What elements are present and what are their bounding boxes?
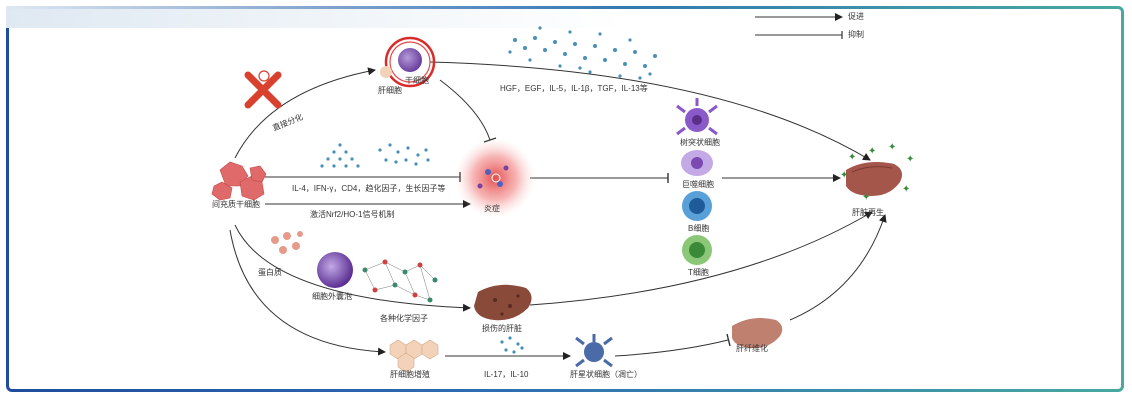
header-band [6, 6, 626, 28]
svg-text:✦: ✦ [862, 192, 870, 203]
hep-prolif-cells [389, 339, 439, 373]
legend-inhibit-label: 抑制 [848, 30, 864, 39]
inflammation-node [455, 138, 535, 218]
regeneration-liver [846, 162, 902, 196]
chem-factors-label: 各种化学因子 [380, 314, 428, 323]
arrow-msc-prolif [229, 229, 386, 356]
t-cell [682, 235, 712, 265]
svg-text:✦: ✦ [840, 170, 848, 181]
il17-dots [500, 336, 524, 354]
hep-prolif-label: 肝细胞增殖 [390, 370, 430, 379]
svg-text:✦: ✦ [848, 152, 856, 163]
stem-cell-label: 干细胞 [405, 76, 429, 85]
protein-dots [271, 231, 303, 254]
hepatocyte-label: 肝细胞 [378, 86, 402, 95]
sparkle-icon: ✦✦✦ ✦✦✦ ✦ [840, 142, 914, 203]
il17-label: IL-17，IL-10 [484, 370, 529, 379]
legend-promote-label: 促进 [848, 12, 864, 21]
macrophage-label: 巨噬细胞 [682, 180, 714, 189]
fibrosis-liver [732, 318, 783, 348]
exosome-node [317, 252, 353, 288]
stem-cell-node [380, 36, 436, 88]
pathway-arrows [229, 61, 887, 360]
fibrosis-label: 肝纤维化 [736, 344, 768, 353]
damaged-liver-label: 损伤的肝脏 [482, 324, 522, 333]
exosome-label: 细胞外囊泡 [312, 292, 352, 301]
arrow-direct-diff [234, 67, 376, 159]
stellate-label: 肝星状细胞（凋亡） [570, 370, 642, 379]
b-cell-label: B细胞 [688, 224, 710, 233]
inhibit-stem-inflam [439, 79, 491, 141]
arrow-stem-to-regen [429, 61, 871, 161]
inhibit-stellate-fibrosis [614, 339, 729, 357]
chemical-factor-dots [362, 259, 438, 303]
dendritic-label: 树突状细胞 [680, 138, 720, 147]
regeneration-label: 肝脏再生 [852, 208, 884, 217]
growth-factor-dots [508, 26, 657, 80]
b-cell [682, 191, 712, 221]
svg-text:✦: ✦ [902, 184, 910, 195]
border-frame [6, 6, 1124, 392]
growth-factors-label: HGF，EGF，IL-5，IL-1β，TGF，IL-13等 [500, 84, 648, 93]
damaged-liver [474, 284, 532, 321]
stellate-cell [575, 334, 613, 368]
cytokine-dots [320, 143, 430, 168]
inflammation-label: 炎症 [484, 204, 500, 213]
t-cell-label: T细胞 [688, 268, 709, 277]
nrf2-label: 激活Nrf2/HO-1信号机制 [310, 210, 395, 219]
macrophage-cell [681, 150, 713, 176]
arrow-msc-damaged [234, 224, 471, 312]
msc-cells [211, 161, 267, 201]
svg-text:✦: ✦ [888, 142, 896, 153]
chemical-factors-net [364, 261, 436, 301]
inhibit-bar-4 [726, 333, 731, 347]
cytokines-label: IL-4，IFN-γ，CD4，趋化因子，生长因子等 [292, 184, 446, 193]
legend [755, 13, 843, 39]
protein-label: 蛋白质 [258, 268, 282, 277]
svg-text:✦: ✦ [906, 154, 914, 165]
msc-label: 间充质干细胞 [212, 200, 260, 209]
arrow-fibrosis-regen [789, 214, 887, 321]
arrow-damaged-regen [529, 211, 873, 306]
dendritic-cell [676, 98, 718, 136]
x-mark-icon [244, 70, 282, 109]
svg-text:✦: ✦ [868, 146, 876, 157]
